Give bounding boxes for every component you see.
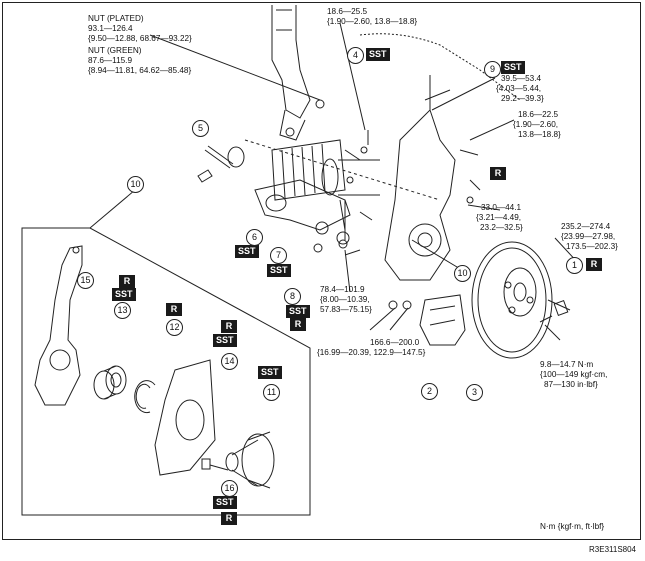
- torque-hub-nut-value: 235.2—274.4: [561, 222, 611, 231]
- torque-disc-screw-units-2: 87—130 in·lbf}: [544, 380, 598, 389]
- torque-ball-joint-units-1: {4.03—5.44,: [496, 84, 542, 93]
- torque-nut-plated-label: NUT (PLATED): [88, 14, 144, 23]
- strut-drawing: [271, 5, 325, 141]
- r-badge: R: [221, 320, 237, 333]
- sst-badge: SST: [366, 48, 390, 61]
- torque-sensor-units-1: {1.90—2.60,: [513, 120, 559, 129]
- callout-7: 7: [270, 247, 287, 264]
- torque-top-units: {1.90—2.60, 13.8—18.8}: [327, 17, 418, 26]
- sst-badge: SST: [213, 496, 237, 509]
- callout-15: 15: [77, 272, 94, 289]
- torque-hub-nut-units-2: 173.5—202.3}: [566, 242, 618, 251]
- sst-badge: SST: [501, 61, 525, 74]
- callout-10-knuckle: 10: [454, 265, 471, 282]
- r-badge: R: [290, 318, 306, 331]
- r-badge: R: [586, 258, 602, 271]
- torque-ball-joint-value: 39.5—53.4: [501, 74, 542, 83]
- torque-nut-green-units: {8.94—11.81, 64.62—85.48}: [88, 66, 192, 75]
- callout-1: 1: [566, 257, 583, 274]
- callout-16: 16: [221, 480, 238, 497]
- torque-disc-screw-units-1: {100—149 kgf·cm,: [540, 370, 608, 379]
- sst-badge: SST: [213, 334, 237, 347]
- r-badge: R: [166, 303, 182, 316]
- torque-caliper-value: 166.6—200.0: [370, 338, 420, 347]
- caliper-drawing: [419, 294, 466, 346]
- callout-12: 12: [166, 319, 183, 336]
- units-legend: N·m {kgf·m, ft·lbf}: [540, 522, 605, 531]
- callout-10: 10: [127, 176, 144, 193]
- sst-badge: SST: [112, 288, 136, 301]
- torque-sensor-units-2: 13.8—18.8}: [518, 130, 561, 139]
- callout-5: 5: [192, 120, 209, 137]
- torque-tie-rod-units-2: 57.83—75.15}: [320, 305, 372, 314]
- torque-mid-value: 33.0—44.1: [481, 203, 522, 212]
- callout-14: 14: [221, 353, 238, 370]
- torque-sensor-value: 18.6—22.5: [518, 110, 559, 119]
- torque-nut-plated-value: 93.1—126.4: [88, 24, 133, 33]
- torque-nut-green-label: NUT (GREEN): [88, 46, 142, 55]
- torque-top-value: 18.6—25.5: [327, 7, 368, 16]
- figure-code: R3E311S804: [589, 545, 636, 554]
- lower-arm-drawing: [254, 179, 351, 245]
- torque-nut-green-value: 87.6—115.9: [88, 56, 133, 65]
- callout-6: 6: [246, 229, 263, 246]
- callout-9: 9: [484, 61, 501, 78]
- knuckle-drawing: [359, 33, 521, 281]
- torque-tie-rod-units-1: {8.00—10.39,: [320, 295, 370, 304]
- torque-ball-joint-units-2: 29.2—39.3}: [501, 94, 544, 103]
- inset-box: [21, 189, 311, 516]
- diagram-frame: [2, 2, 641, 540]
- torque-nut-plated-units: {9.50—12.88, 68.67—93.22}: [88, 34, 192, 43]
- torque-disc-screw-value: 9.8—14.7 N·m: [540, 360, 594, 369]
- sst-badge: SST: [258, 366, 282, 379]
- sst-badge: SST: [235, 245, 259, 258]
- torque-hub-nut-units-1: {23.99—27.98,: [561, 232, 616, 241]
- drive-shaft-drawing: [227, 139, 441, 201]
- callout-8: 8: [284, 288, 301, 305]
- inset-parts: [34, 245, 275, 489]
- callout-4: 4: [347, 47, 364, 64]
- sst-badge: SST: [267, 264, 291, 277]
- bolt-drawing: [197, 145, 234, 183]
- callout-2: 2: [421, 383, 438, 400]
- brake-disc-drawing: [471, 241, 571, 359]
- r-badge: R: [221, 512, 237, 525]
- r-badge: R: [119, 275, 135, 288]
- callout-11: 11: [263, 384, 280, 401]
- callout-3: 3: [466, 384, 483, 401]
- torque-tie-rod-value: 78.4—101.9: [320, 285, 365, 294]
- callout-13: 13: [114, 302, 131, 319]
- r-badge: R: [490, 167, 506, 180]
- leader-lines: [149, 22, 581, 341]
- torque-caliper-units: {16.99—20.39, 122.9—147.5}: [317, 348, 426, 357]
- torque-mid-units-1: {3.21—4.49,: [476, 213, 522, 222]
- sst-badge: SST: [286, 305, 310, 318]
- torque-mid-units-2: 23.2—32.5}: [480, 223, 523, 232]
